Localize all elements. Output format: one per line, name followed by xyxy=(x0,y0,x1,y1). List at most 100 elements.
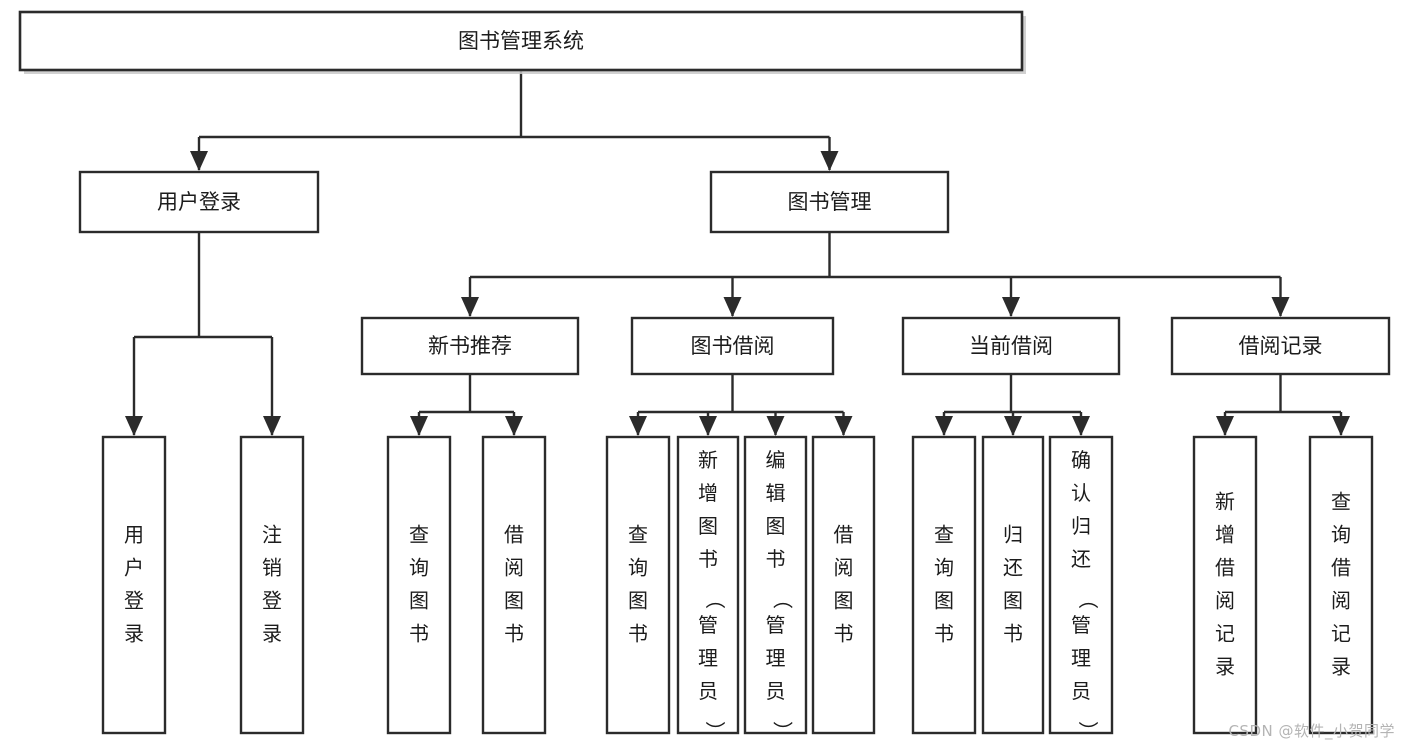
nodes-layer: 图书管理系统用户登录图书管理用户登录注销登录新书推荐查询图书借阅图书图书借阅查询… xyxy=(18,10,1391,741)
arrow-head-icon xyxy=(461,297,479,317)
node-label-char: 录 xyxy=(1331,655,1351,679)
node-user-login[interactable]: 用户登录 xyxy=(78,170,320,234)
arrow-head-icon xyxy=(410,416,428,436)
node-label-char: 阅 xyxy=(504,556,524,580)
node-label-char: ） xyxy=(1076,721,1100,741)
node-label: 当前借阅 xyxy=(969,334,1053,358)
node-box[interactable] xyxy=(811,435,876,735)
node-label-char: 注 xyxy=(262,523,282,547)
node-label: 新书推荐 xyxy=(428,334,512,358)
node-label-char: 借 xyxy=(1215,556,1235,580)
node-label-char: 录 xyxy=(1215,655,1235,679)
arrow-head-icon xyxy=(820,151,839,171)
node-box[interactable] xyxy=(78,170,320,234)
node-box[interactable] xyxy=(676,435,740,735)
node-label: 用户登录 xyxy=(157,190,241,214)
node-box[interactable] xyxy=(901,316,1121,376)
node-label: 图书借阅 xyxy=(691,334,775,358)
node-borrow-record[interactable]: 借阅记录 xyxy=(1170,316,1391,376)
node-label-char: 查 xyxy=(628,523,648,547)
arrow-head-icon xyxy=(766,416,785,436)
node-box[interactable] xyxy=(481,435,547,735)
node-new-book-recommend[interactable]: 新书推荐 xyxy=(360,316,580,376)
node-label-char: 借 xyxy=(1331,556,1351,580)
node-book-borrow[interactable]: 图书借阅 xyxy=(630,316,835,376)
node-label-char: 归 xyxy=(1003,523,1023,547)
node-box[interactable] xyxy=(1048,435,1114,735)
node-label-char: 理 xyxy=(1071,646,1091,670)
node-label-char: 理 xyxy=(698,646,718,670)
node-label-char: 询 xyxy=(409,556,429,580)
node-label-char: 用 xyxy=(124,523,144,547)
node-box[interactable] xyxy=(1308,435,1374,735)
node-box[interactable] xyxy=(239,435,305,735)
node-label-char: 借 xyxy=(834,523,854,547)
node-label-char: 录 xyxy=(124,622,144,646)
node-label-char: 认 xyxy=(1071,481,1091,505)
node-label-char: 借 xyxy=(504,523,524,547)
node-current-borrow[interactable]: 当前借阅 xyxy=(901,316,1121,376)
node-label-char: 员 xyxy=(766,679,786,703)
node-label-char: 查 xyxy=(934,523,954,547)
node-label-char: 查 xyxy=(1331,490,1351,514)
node-label-char: 员 xyxy=(698,679,718,703)
node-box[interactable] xyxy=(386,435,452,735)
arrow-head-icon xyxy=(1072,416,1090,436)
node-book-management[interactable]: 图书管理 xyxy=(709,170,950,234)
node-label-char: 书 xyxy=(834,622,854,646)
node-root[interactable]: 图书管理系统 xyxy=(18,10,1026,74)
node-box[interactable] xyxy=(18,10,1024,72)
node-label-char: 图 xyxy=(1003,589,1023,613)
node-label-char: 记 xyxy=(1331,622,1351,646)
node-label-char: 辑 xyxy=(766,481,786,505)
node-label-char: （ xyxy=(771,589,795,609)
node-label-char: 登 xyxy=(262,589,282,613)
arrow-head-icon xyxy=(723,297,742,317)
node-label-char: 书 xyxy=(934,622,954,646)
node-label-char: 管 xyxy=(1071,613,1091,637)
node-box[interactable] xyxy=(1192,435,1258,735)
node-box[interactable] xyxy=(709,170,950,234)
node-label-char: 图 xyxy=(698,514,718,538)
node-label-char: （ xyxy=(703,589,727,609)
node-label-char: 图 xyxy=(628,589,648,613)
node-label: 图书管理 xyxy=(788,190,872,214)
arrow-head-icon xyxy=(190,151,208,171)
node-label-char: ） xyxy=(703,721,727,741)
node-label-char: 户 xyxy=(124,556,144,580)
node-box[interactable] xyxy=(360,316,580,376)
node-box[interactable] xyxy=(605,435,671,735)
arrow-head-icon xyxy=(935,416,953,436)
node-box[interactable] xyxy=(981,435,1045,735)
node-label-char: 图 xyxy=(504,589,524,613)
node-label-char: ） xyxy=(771,721,795,741)
node-label-char: 图 xyxy=(834,589,854,613)
node-label-char: 还 xyxy=(1003,556,1023,580)
node-label-char: 管 xyxy=(698,613,718,637)
node-label-char: 记 xyxy=(1215,622,1235,646)
node-label: 借阅记录 xyxy=(1239,334,1323,358)
node-box[interactable] xyxy=(743,435,808,735)
node-label-char: 增 xyxy=(1215,523,1235,547)
node-box[interactable] xyxy=(101,435,167,735)
node-label-char: 询 xyxy=(934,556,954,580)
node-box[interactable] xyxy=(630,316,835,376)
node-label-char: 录 xyxy=(262,622,282,646)
node-label-char: 询 xyxy=(628,556,648,580)
node-box[interactable] xyxy=(911,435,977,735)
node-label-char: 还 xyxy=(1071,547,1091,571)
node-box[interactable] xyxy=(1170,316,1391,376)
node-user-login-do[interactable]: 用户登录 xyxy=(101,435,167,735)
